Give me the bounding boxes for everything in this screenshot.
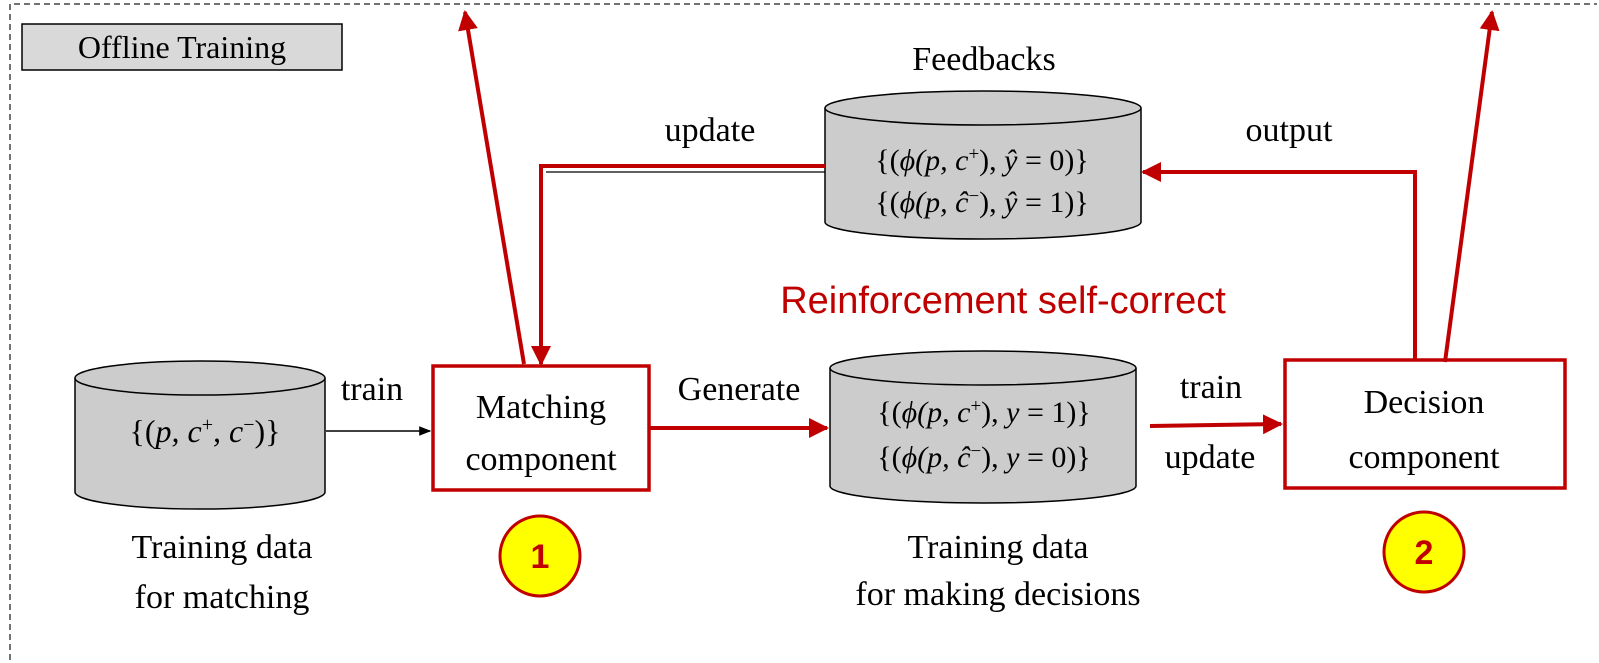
matching-data-triplet: {(p, c+, c−)} (130, 413, 281, 449)
matching-component-line2: component (465, 441, 617, 478)
decision-data-pair-positive: {(ϕ(p, c+), y = 1)} (877, 396, 1091, 430)
feedbacks-label: Feedbacks (912, 41, 1056, 78)
decision-data-pair-negative: {(ϕ(p, ĉ−), y = 0)} (877, 441, 1091, 475)
decision-data-caption-line1: Training data (907, 529, 1088, 566)
feedbacks-cylinder (824, 90, 1142, 240)
panel-title-box (21, 23, 343, 71)
decision-component-box (1283, 358, 1567, 490)
label-update-right: update (1165, 439, 1256, 476)
feedbacks-pair-negative: {(ϕ(p, ĉ−), ŷ = 1)} (875, 186, 1089, 220)
arrow-decision-output (1141, 162, 1417, 360)
decision-data-cylinder (829, 350, 1137, 504)
matching-component-badge (498, 514, 582, 598)
matching-data-caption-line2: for matching (135, 579, 310, 616)
panel-border (9, 3, 1597, 660)
arrow-decision-out (1443, 10, 1500, 363)
label-train-left: train (341, 371, 403, 408)
matching-data-cylinder (74, 360, 326, 510)
decision-data-caption-line2: for making decisions (855, 576, 1140, 613)
headline-reinforcement: Reinforcement self-correct (780, 280, 1226, 322)
arrow-feedback-update (531, 164, 825, 366)
arrow-matching-out (458, 10, 526, 365)
label-generate: Generate (678, 371, 801, 408)
decision-component-badge-number: 2 (1415, 534, 1434, 572)
matching-data-caption-line1: Training data (131, 529, 312, 566)
decision-component-badge (1382, 510, 1466, 594)
matching-component-line1: Matching (476, 389, 606, 426)
decision-component-line1: Decision (1364, 384, 1485, 421)
arrow-train-decision (1149, 414, 1283, 435)
decision-component-line2: component (1348, 439, 1500, 476)
matching-component-badge-number: 1 (531, 538, 550, 576)
label-output: output (1246, 112, 1333, 149)
label-train-right: train (1180, 369, 1242, 406)
matching-component-box (431, 364, 651, 492)
label-update-top: update (665, 112, 756, 149)
feedbacks-pair-positive: {(ϕ(p, c+), ŷ = 0)} (875, 144, 1089, 178)
panel-title: Offline Training (78, 29, 286, 65)
